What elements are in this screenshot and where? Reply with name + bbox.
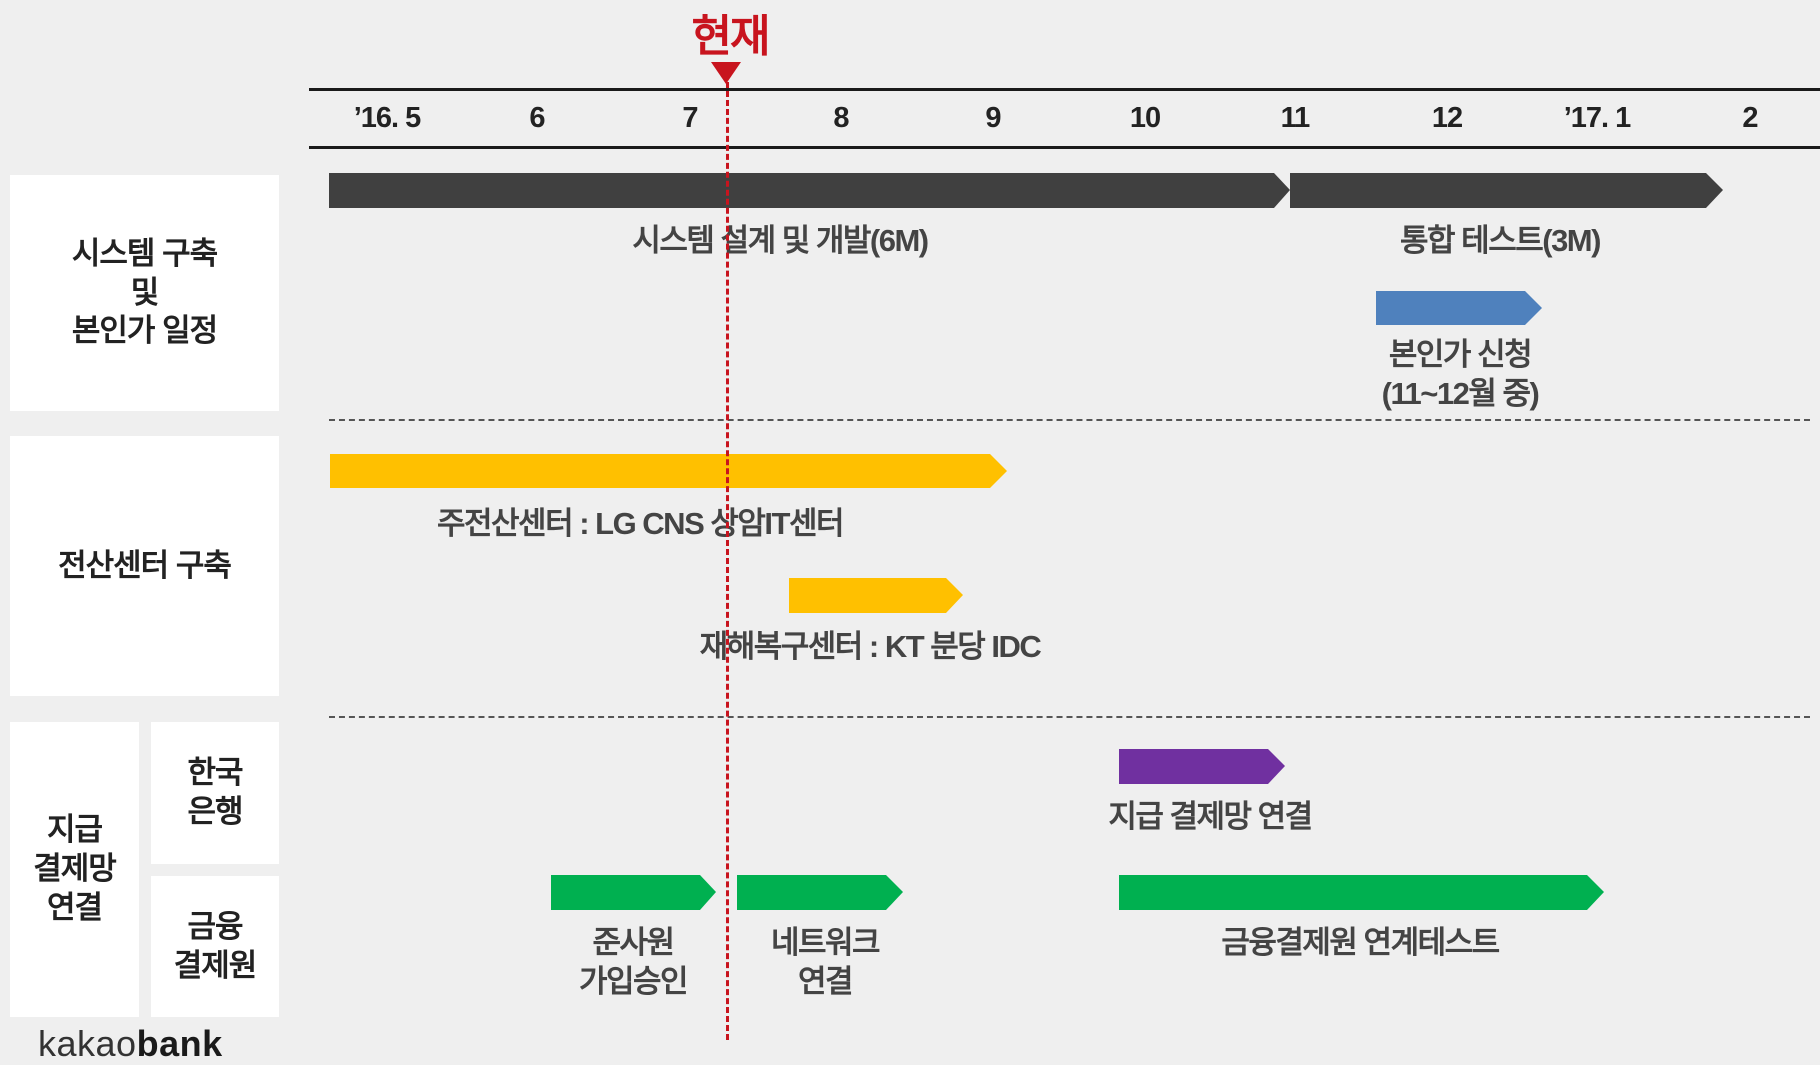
section-system-build: 시스템 구축 및 본인가 일정	[10, 175, 279, 411]
bar-label-system-dev: 시스템 설계 및 개발(6M)	[632, 223, 929, 258]
bar-kftc-integration-test	[1119, 875, 1604, 910]
now-marker-triangle-icon	[711, 62, 741, 84]
bar-system-dev	[329, 173, 1290, 208]
month-label: ’16. 5	[353, 102, 422, 134]
month-label: 11	[1280, 102, 1311, 134]
section-divider	[329, 419, 1810, 421]
bar-label-dr-datacenter: 재해복구센터 : KT 분당 IDC	[699, 629, 1042, 664]
timeline-bottom-rule	[309, 146, 1820, 149]
bar-label-bok-network: 지급 결제망 연결	[1108, 799, 1313, 834]
bar-associate-membership	[551, 875, 716, 910]
bar-label-network-connection: 네트워크 연결	[770, 925, 881, 999]
month-label: ’17. 1	[1563, 102, 1632, 134]
month-label: 9	[985, 102, 1001, 134]
month-label: 8	[833, 102, 849, 134]
subsection-kftc: 금융 결제원	[151, 876, 279, 1017]
month-label: 10	[1129, 102, 1161, 134]
bar-network-connection	[737, 875, 903, 910]
bar-label-license-application: 본인가 신청 (11~12월 중)	[1381, 337, 1540, 411]
month-label: 12	[1431, 102, 1463, 134]
kakaobank-logo: kakaobank	[38, 1023, 223, 1064]
timeline-top-rule	[309, 88, 1820, 91]
month-label: 6	[529, 102, 545, 134]
bar-integration-test	[1290, 173, 1723, 208]
month-label: 2	[1742, 102, 1758, 134]
bar-label-main-datacenter: 주전산센터 : LG CNS 상암IT센터	[436, 506, 845, 541]
now-label: 현재	[691, 12, 771, 61]
subsection-bank-of-korea: 한국 은행	[151, 722, 279, 864]
bar-license-application	[1376, 291, 1542, 325]
bar-label-kftc-integration-test: 금융결제원 연계테스트	[1221, 925, 1500, 960]
section-payment-network: 지급 결제망 연결	[10, 722, 139, 1017]
bar-dr-datacenter	[789, 578, 963, 613]
bar-label-associate-membership: 준사원 가입승인	[578, 925, 689, 999]
now-line	[726, 82, 729, 1040]
bar-label-integration-test: 통합 테스트(3M)	[1400, 223, 1601, 258]
bar-bok-network	[1119, 749, 1285, 784]
month-label: 7	[682, 102, 698, 134]
section-datacenter-build: 전산센터 구축	[10, 436, 279, 696]
section-divider	[329, 716, 1810, 718]
bar-main-datacenter	[330, 454, 1007, 488]
